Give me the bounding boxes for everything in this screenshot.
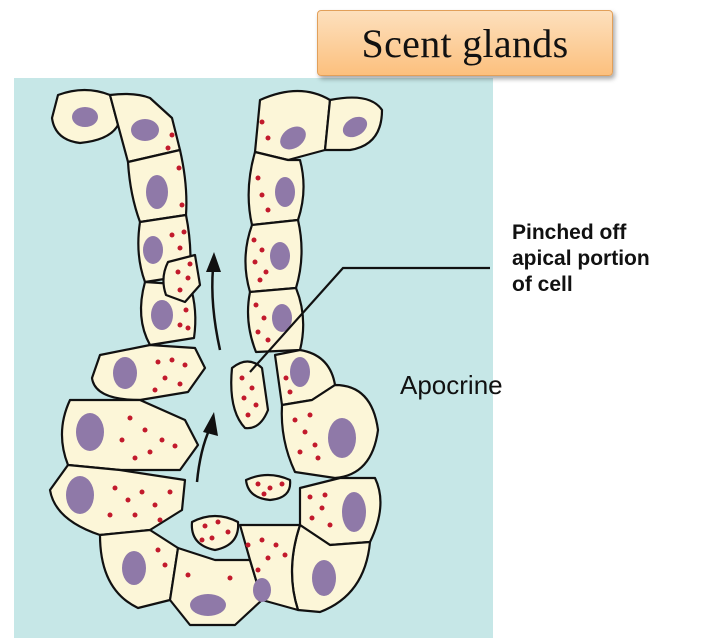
callout-label: Pinched off apical portion of cell [512, 220, 650, 298]
cell [92, 345, 205, 400]
cell [100, 530, 178, 608]
cell [170, 548, 262, 625]
cell [62, 400, 198, 470]
cell [245, 220, 301, 292]
cell [325, 98, 382, 150]
right-wall-cells [240, 91, 382, 612]
cell [249, 152, 304, 225]
fragment [192, 516, 238, 550]
upper-flow-arrow [206, 252, 221, 350]
fragment [246, 475, 290, 500]
lower-flow-arrow [197, 412, 218, 482]
cell [52, 90, 118, 143]
fragment [163, 255, 200, 302]
cell [50, 465, 185, 535]
cell [255, 91, 330, 160]
apocrine-label: Apocrine [400, 370, 503, 401]
cell [128, 150, 186, 222]
